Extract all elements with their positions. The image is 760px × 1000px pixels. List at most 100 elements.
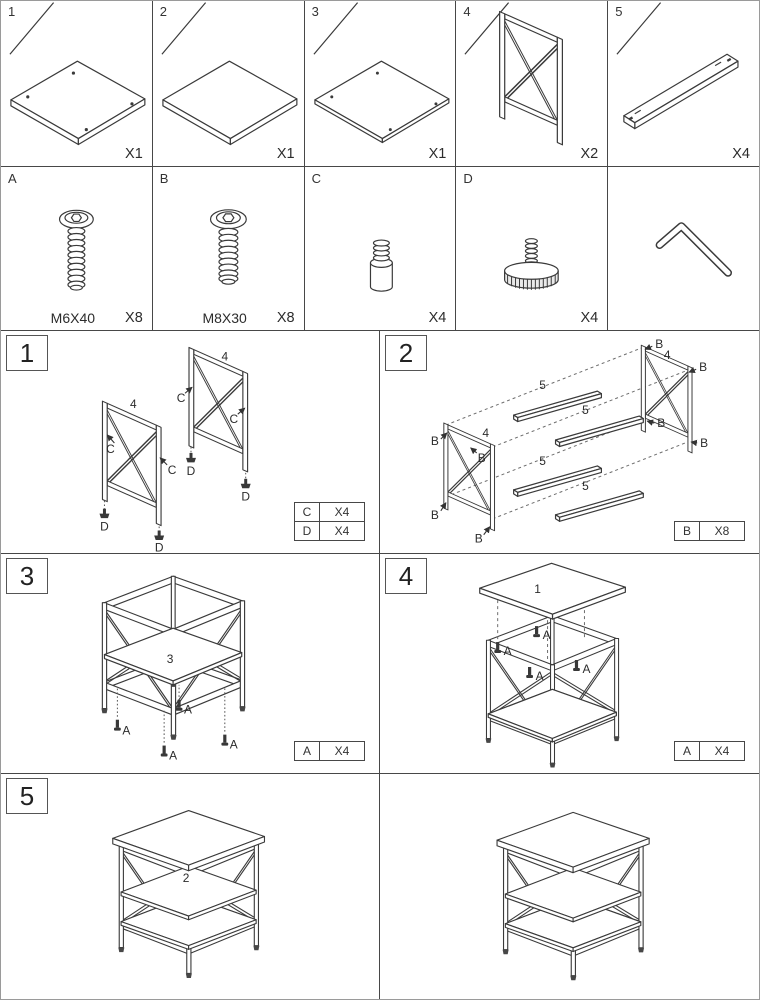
finished-table-diagram xyxy=(380,774,759,999)
support-rail-icon xyxy=(616,2,739,130)
callout-a: A xyxy=(184,703,192,717)
callout-a: A xyxy=(582,662,590,676)
callout-a: A xyxy=(230,738,238,752)
step-2-diagram: 4 4 5 5 5 5 B B B B B B B xyxy=(431,337,708,546)
shelf-part-label: 3 xyxy=(167,652,174,666)
part-number: 4 xyxy=(463,4,471,19)
hardware-cell-c: C X4 xyxy=(305,167,457,330)
hardware-qty: X8 xyxy=(276,310,295,326)
hardware-qty: X4 xyxy=(580,310,599,326)
part-qty: X1 xyxy=(428,146,447,162)
callout-b: B xyxy=(431,508,439,522)
callout-a: A xyxy=(169,748,177,762)
part-cell-4: 4 X2 xyxy=(456,1,609,166)
callout-c: C xyxy=(177,391,186,405)
rail-part-label: 5 xyxy=(582,403,589,417)
callout-b: B xyxy=(431,434,439,448)
shelf-part-label: 2 xyxy=(183,871,190,885)
frame-part-label: 4 xyxy=(130,397,137,411)
threaded-insert-icon xyxy=(369,239,393,292)
part-qty: X4 xyxy=(732,146,750,162)
callout-a: A xyxy=(536,669,544,683)
hardware-spec: M8X30 xyxy=(202,310,247,326)
step-1-diagram: 4 4 C C C C D D D D xyxy=(99,346,251,553)
step-4-panel: 4 1 A A A A xyxy=(380,554,759,773)
legend-qty: X4 xyxy=(334,744,350,758)
callout-a: A xyxy=(543,628,551,642)
part-cell-1: 1 X1 xyxy=(1,1,153,166)
hardware-letter: A xyxy=(8,171,17,186)
hardware-qty: X8 xyxy=(125,310,143,326)
bolt-m6x40-icon xyxy=(58,209,94,291)
callout-c: C xyxy=(106,442,115,456)
callout-d: D xyxy=(241,490,250,504)
part-number: 2 xyxy=(159,4,168,19)
callout-b: B xyxy=(655,337,663,351)
x-frame-panel-icon xyxy=(464,2,564,146)
step-2-legend: B X8 xyxy=(674,521,745,541)
callout-c: C xyxy=(168,463,177,477)
frame-part-label: 4 xyxy=(664,348,671,362)
part-number: 1 xyxy=(8,4,16,19)
part-cell-3: 3 X1 xyxy=(305,1,457,166)
rail-part-label: 5 xyxy=(539,378,546,392)
step-1-panel: 1 4 4 C C C C D D xyxy=(1,331,380,553)
callout-d: D xyxy=(100,520,109,534)
steps-row-1: 1 4 4 C C C C D D xyxy=(1,331,759,554)
legend-qty: X4 xyxy=(334,524,350,538)
hardware-cell-d: D X4 xyxy=(456,167,609,330)
frame-part-label: 4 xyxy=(221,349,228,363)
part-cell-5: 5 X4 xyxy=(608,1,759,166)
callout-d: D xyxy=(187,464,196,478)
legend-item: A xyxy=(295,742,320,760)
leveling-foot-icon xyxy=(504,238,560,290)
callout-c: C xyxy=(229,412,238,426)
callout-b: B xyxy=(478,451,486,465)
step-3-panel: 3 3 A A A A A X4 xyxy=(1,554,380,773)
steps-row-3: 5 2 xyxy=(1,774,759,999)
step-number-badge: 4 xyxy=(385,558,427,594)
hardware-row: A M6X40 X8 B M8X30 X8 xyxy=(1,167,759,331)
hardware-qty: X4 xyxy=(428,310,447,326)
rail-part-label: 5 xyxy=(582,479,589,493)
callout-a: A xyxy=(122,724,130,738)
part-number: 5 xyxy=(615,4,623,19)
parts-row: 1 X1 2 X1 3 X1 xyxy=(1,1,759,167)
bolt-m8x30-icon xyxy=(209,209,247,285)
part-qty: X1 xyxy=(125,146,143,162)
hardware-cell-a: A M6X40 X8 xyxy=(1,167,153,330)
shelf-board-icon xyxy=(161,2,298,146)
hardware-cell-allen-key xyxy=(608,167,759,330)
hardware-cell-b: B M8X30 X8 xyxy=(153,167,305,330)
legend-item: B xyxy=(675,522,700,540)
rail-part-label: 5 xyxy=(539,454,546,468)
step-3-legend: A X4 xyxy=(294,741,365,761)
step-5-diagram: 2 xyxy=(1,774,379,999)
shelf-board-holes-icon xyxy=(313,2,450,144)
legend-item: D xyxy=(295,522,320,540)
part-qty: X2 xyxy=(580,146,599,162)
callout-b: B xyxy=(699,360,707,374)
step-3-diagram: 3 A A A A xyxy=(100,575,247,762)
step-number-badge: 1 xyxy=(6,335,48,371)
hardware-letter: C xyxy=(311,171,321,186)
callout-d: D xyxy=(155,540,164,553)
callout-b: B xyxy=(700,436,708,450)
step-number-badge: 3 xyxy=(6,558,48,594)
callout-b: B xyxy=(657,416,665,430)
step-number-badge: 5 xyxy=(6,778,48,814)
tabletop-board-icon xyxy=(9,2,146,146)
step-5-panel: 5 2 xyxy=(1,774,380,999)
hardware-letter: B xyxy=(159,171,169,186)
callout-b: B xyxy=(475,532,483,546)
finished-table-panel xyxy=(380,774,759,999)
legend-qty: X4 xyxy=(334,505,350,519)
hardware-spec: M6X40 xyxy=(50,310,96,326)
step-2-panel: 2 4 4 5 5 5 5 B B xyxy=(380,331,759,553)
hardware-letter: D xyxy=(463,171,473,186)
legend-qty: X8 xyxy=(714,524,730,538)
callout-a: A xyxy=(504,644,512,658)
